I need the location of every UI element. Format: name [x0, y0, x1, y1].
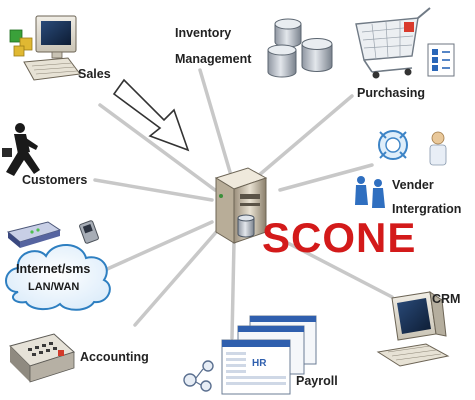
crm-computer-icon — [376, 290, 450, 367]
spoke-internet — [103, 220, 214, 272]
spoke-customers — [93, 178, 214, 202]
hr-window-icon: HR — [221, 315, 317, 395]
running-man-icon — [2, 123, 40, 176]
label-internet-line-2: LAN/WAN — [28, 281, 80, 293]
label-internet-line-1: Internet/sms — [16, 262, 91, 276]
label-vender-line-1: Vender — [392, 178, 434, 192]
label-inventory-line-2: Management — [175, 52, 252, 66]
spoke-vender — [278, 163, 374, 192]
spoke-payroll — [230, 240, 236, 340]
cloud-icon — [5, 244, 111, 311]
phone-icon — [79, 220, 99, 244]
spoke-sales — [98, 103, 217, 192]
database-icon — [267, 18, 333, 78]
server-icon — [214, 167, 268, 244]
label-crm: CRM — [432, 292, 461, 306]
label-customers: Customers — [22, 173, 88, 187]
sales-computer-icon — [9, 15, 81, 81]
label-sales: Sales — [78, 67, 111, 81]
label-vender: Vender Intergration — [392, 173, 461, 221]
flow-arrow-icon — [112, 78, 190, 152]
org-chart-icon — [183, 360, 214, 392]
shopping-cart-icon — [355, 7, 455, 79]
spoke-inventory — [198, 68, 232, 174]
label-accounting: Accounting — [80, 350, 149, 364]
router-icon — [6, 221, 62, 248]
label-purchasing: Purchasing — [357, 86, 426, 100]
label-vender-line-2: Intergration — [392, 202, 462, 216]
spoke-crm — [280, 238, 394, 299]
hr-badge: HR — [252, 358, 267, 369]
spoke-accounting — [133, 228, 220, 327]
handshake-icon — [355, 130, 447, 208]
label-inventory: Inventory Management — [175, 20, 251, 72]
calculator-icon — [9, 333, 75, 383]
connector-lines — [93, 68, 394, 340]
label-inventory-line-1: Inventory — [175, 26, 232, 40]
center-label: SCONE — [262, 214, 417, 261]
label-payroll: Payroll — [296, 374, 338, 388]
spoke-purchasing — [256, 94, 354, 178]
